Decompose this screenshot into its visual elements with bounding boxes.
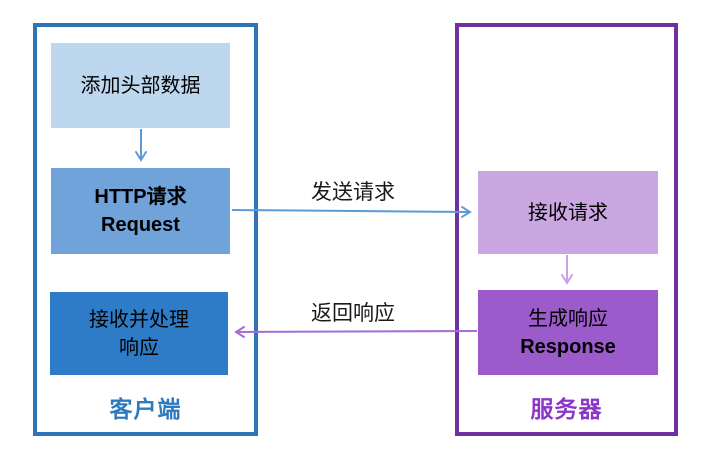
client-region-label: 客户端 [109, 396, 182, 422]
http-request-label-line1: HTTP请求 [94, 186, 187, 208]
add-header-data-label: 添加头部数据 [80, 74, 201, 97]
receive-request-box: 接收请求 [478, 171, 658, 254]
http-request-label-line2: Request [101, 214, 180, 236]
receive-process-response-line1: 接收并处理 [89, 308, 189, 331]
receive-request-label: 接收请求 [528, 201, 608, 224]
receive-process-response-line2: 响应 [119, 336, 159, 359]
http-request-box: HTTP请求 Request [51, 168, 230, 254]
return-response-flow-label: 返回响应 [311, 302, 395, 325]
server-region-label: 服务器 [530, 396, 603, 422]
client-container: 添加头部数据 HTTP请求 Request 接收并处理 响应 客户端 [33, 23, 258, 436]
add-header-data-box: 添加头部数据 [51, 43, 230, 128]
server-container: 接收请求 生成响应 Response 服务器 [455, 23, 678, 436]
return-response-arrow [234, 325, 478, 338]
generate-response-line2: Response [520, 335, 616, 358]
send-request-flow-label: 发送请求 [311, 181, 395, 204]
receive-process-response-box: 接收并处理 响应 [50, 292, 228, 375]
generate-response-box: 生成响应 Response [478, 290, 658, 375]
send-request-arrow [231, 205, 472, 218]
generate-response-line1: 生成响应 [528, 307, 608, 330]
